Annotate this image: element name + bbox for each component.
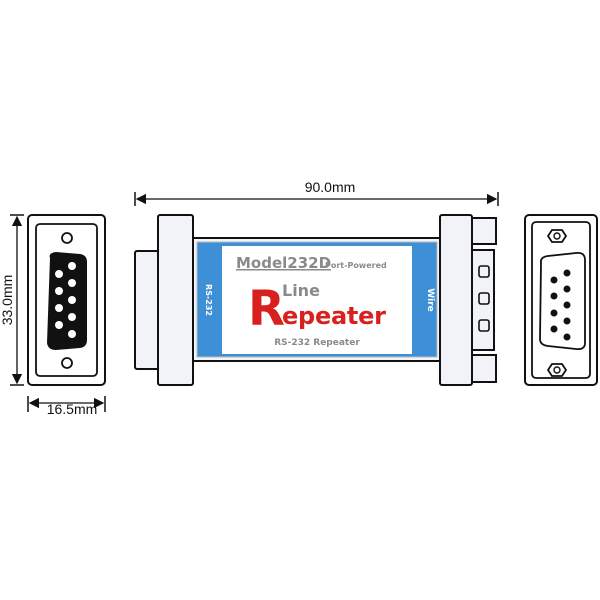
powered-label: Port-Powered: [325, 261, 387, 270]
mount-hole-icon: [61, 357, 73, 369]
d-sub-shell: [539, 251, 586, 351]
length-dimension: 90.0mm: [134, 179, 499, 206]
mount-hole-icon: [61, 232, 73, 244]
hex-nut-icon: [546, 363, 568, 377]
wire-side-label: Wire: [425, 288, 435, 312]
width-label: 16.5mm: [47, 401, 98, 417]
db9-female-front-view: [524, 214, 598, 386]
length-label: 90.0mm: [305, 179, 356, 195]
hex-nut-icon: [546, 229, 568, 243]
big-r-letter: R: [248, 281, 285, 337]
pins: [55, 262, 76, 338]
rs232-side-label: RS-232: [204, 284, 213, 316]
height-label: 33.0mm: [0, 275, 15, 326]
sockets: [550, 269, 571, 341]
height-dimension: 33.0mm: [0, 214, 24, 386]
model-label: Model232D: [236, 254, 331, 272]
db9-male-front-view: [27, 214, 106, 386]
repeater-side-view: Model232D Port-Powered R Line epeater RS…: [134, 214, 497, 386]
line-label: Line: [282, 281, 320, 300]
subtitle-label: RS-232 Repeater: [274, 338, 360, 348]
d-sub-shell: [47, 252, 87, 350]
repeater-label: epeater: [282, 302, 386, 330]
width-dimension: 16.5mm: [27, 396, 106, 417]
